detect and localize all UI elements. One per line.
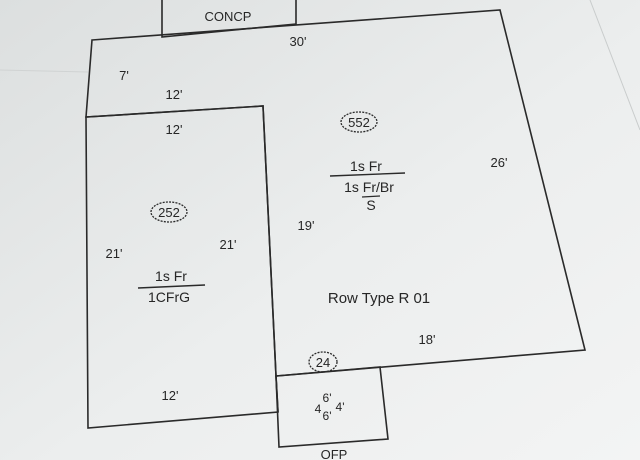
ofp-label: OFP — [321, 447, 348, 460]
garage-fraction-line — [137, 284, 206, 289]
porch-outline — [275, 366, 389, 448]
main-dim-bottom: 18' — [419, 332, 436, 347]
paper-fold-line — [0, 69, 89, 73]
paper-fold-line — [589, 0, 640, 131]
main-dim-notch-side: 7' — [119, 68, 129, 83]
row-type-label: Row Type R 01 — [328, 290, 430, 307]
main-dim-inner: 19' — [298, 218, 315, 233]
garage-dim-right: 21' — [220, 237, 237, 252]
concp-label: CONCP — [205, 9, 252, 24]
porch-dim-d: 4' — [336, 400, 345, 414]
porch-dim-a: 6' — [323, 391, 332, 405]
garage-dim-bottom: 12' — [162, 388, 179, 403]
garage-desc-top: 1s Fr — [155, 268, 187, 284]
garage-area-oval — [150, 201, 188, 223]
main-dim-right: 26' — [491, 155, 508, 170]
porch-divider — [275, 375, 279, 413]
main-desc-top: 1s Fr — [350, 158, 382, 174]
main-fraction-line-2 — [361, 195, 381, 198]
main-area-value: 552 — [348, 115, 370, 130]
porch-dim-c: 6' — [323, 409, 332, 423]
garage-dim-top: 12' — [166, 122, 183, 137]
main-fraction-line-1 — [329, 172, 406, 177]
main-desc-bottom: S — [366, 197, 375, 213]
garage-dim-left: 21' — [106, 246, 123, 261]
porch-dim-b: 4 — [315, 402, 322, 416]
main-dim-notch-top: 12' — [166, 87, 183, 102]
garage-desc-bottom: 1CFrG — [148, 289, 190, 305]
main-dim-top: 30' — [290, 34, 307, 49]
main-area-oval — [340, 111, 378, 133]
porch-area-value: 24 — [316, 355, 330, 370]
porch-area-oval — [308, 351, 338, 373]
garage-area-value: 252 — [158, 205, 180, 220]
main-desc-mid: 1s Fr/Br — [344, 179, 394, 195]
